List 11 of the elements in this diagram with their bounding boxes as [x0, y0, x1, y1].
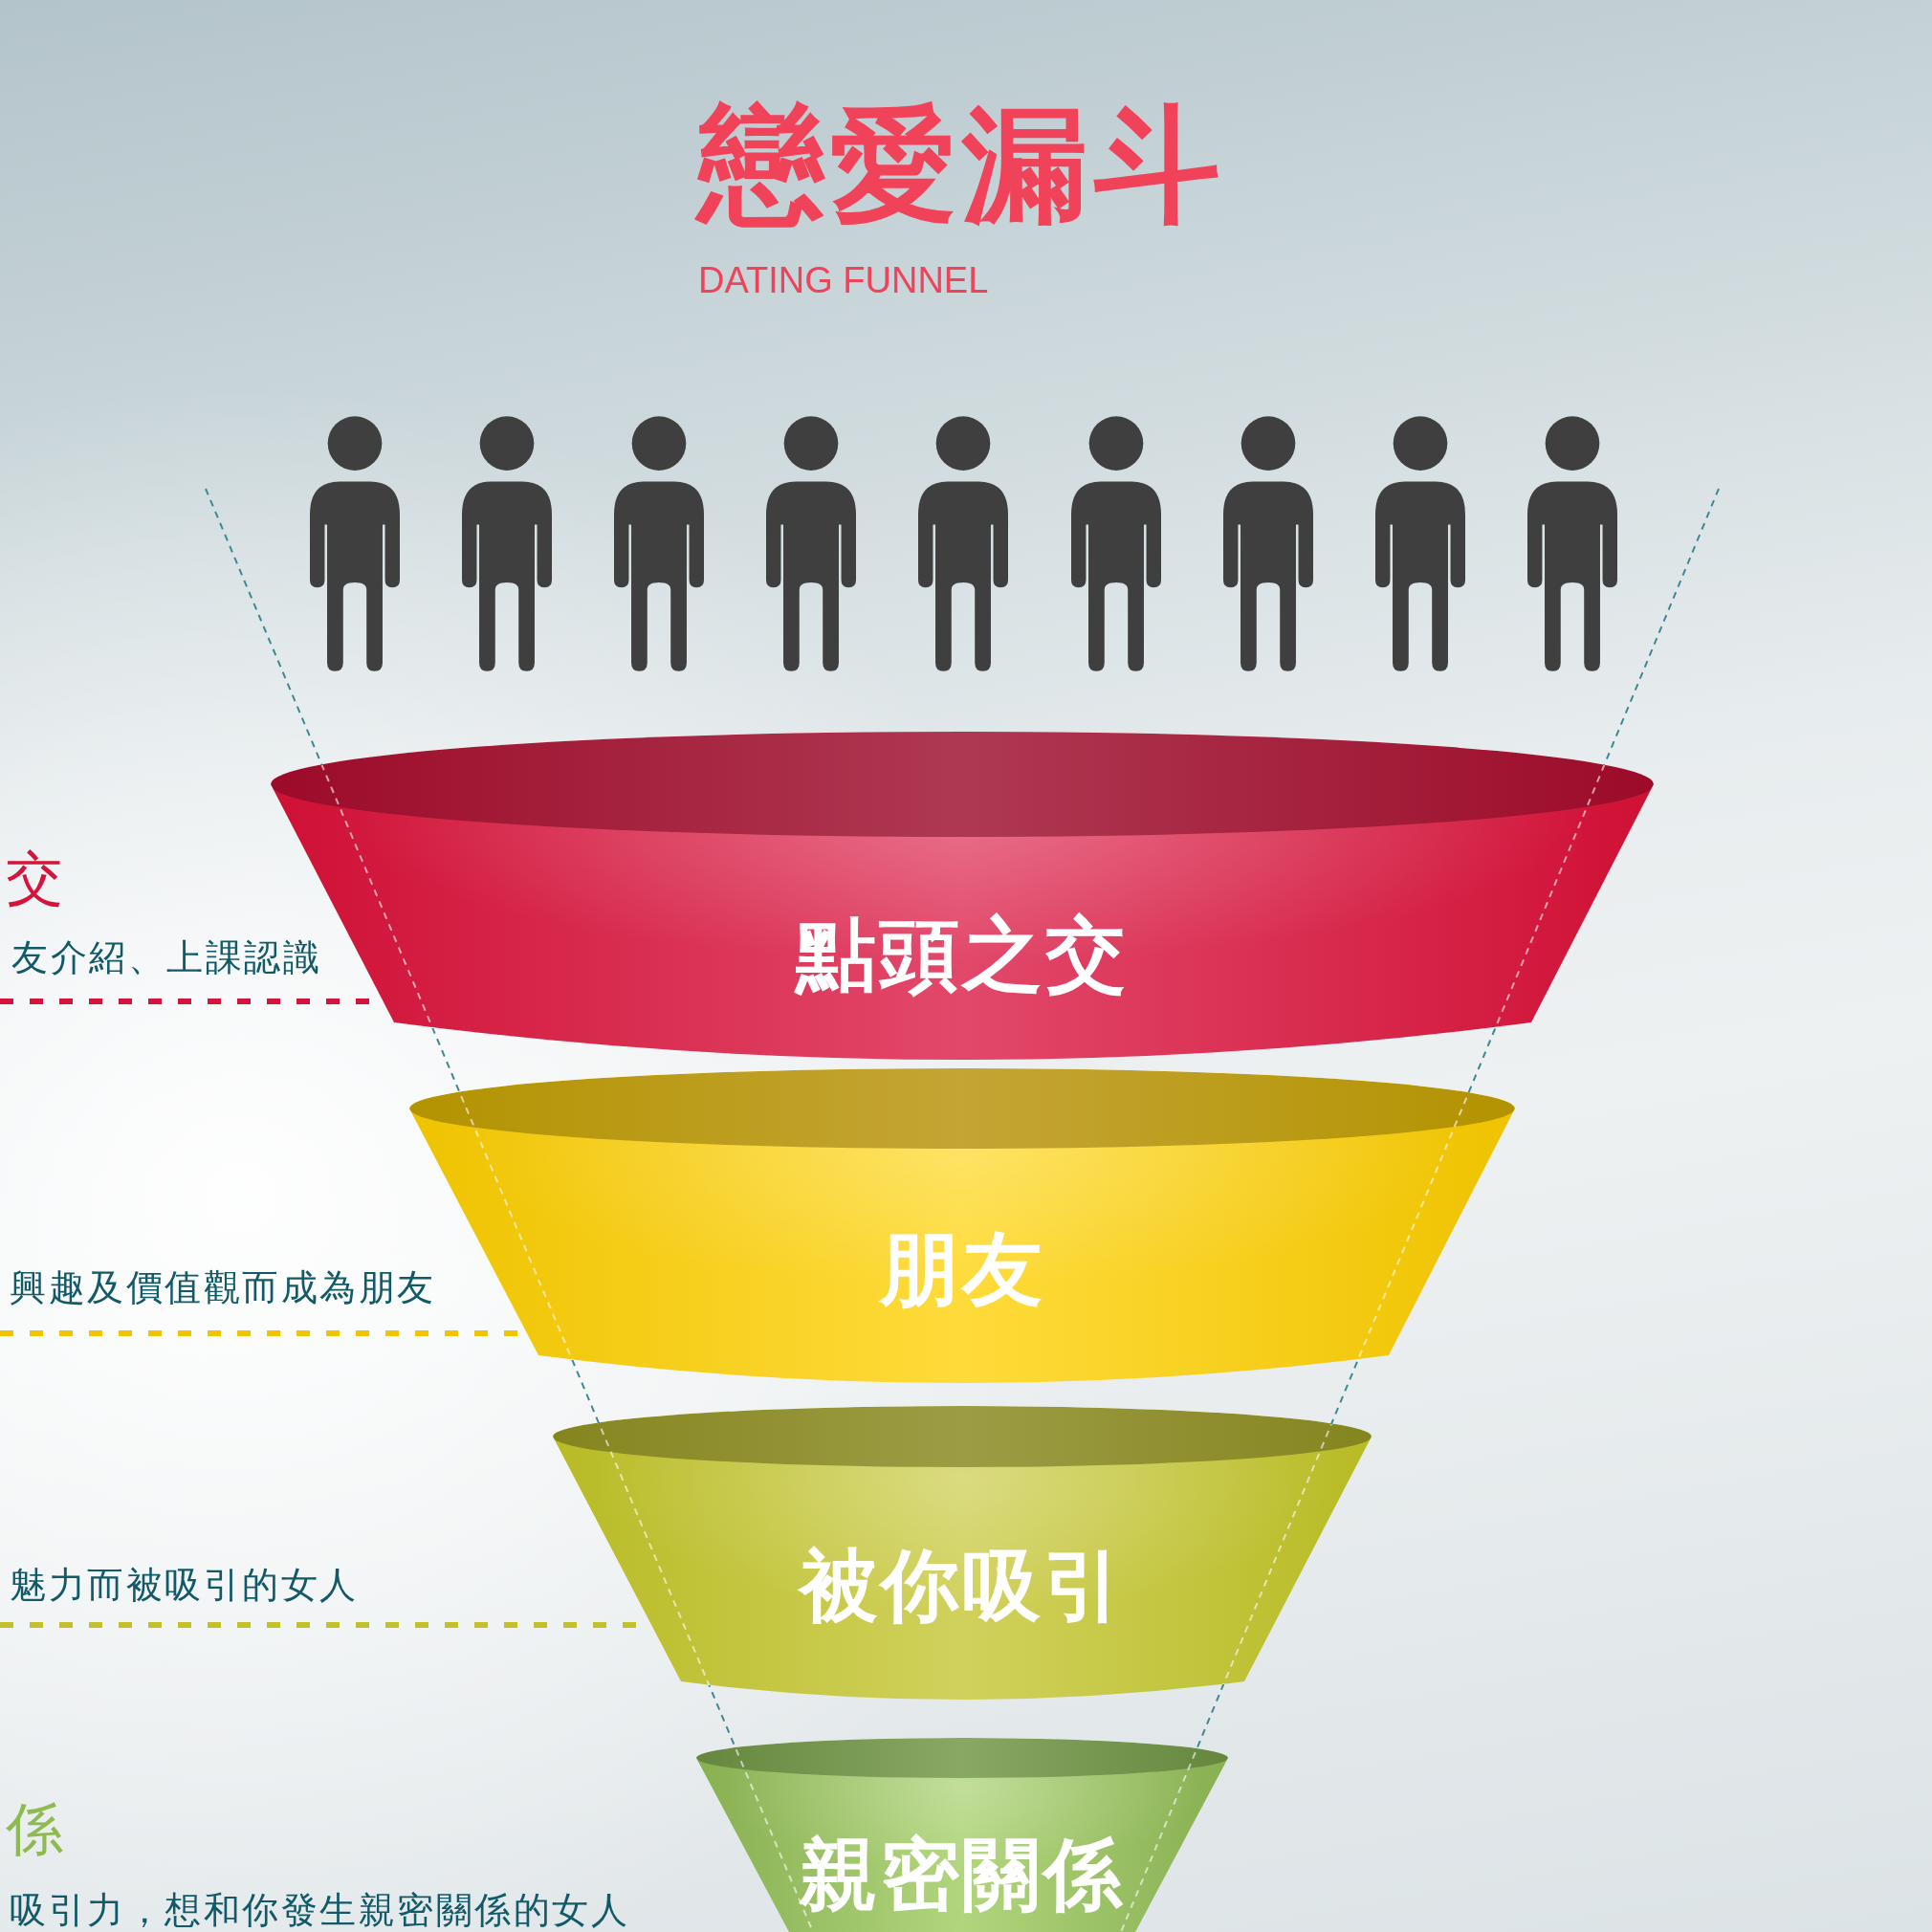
- stage-description: 興趣及價值觀而成為朋友: [10, 1269, 436, 1307]
- funnel-segment: [553, 1406, 1372, 1700]
- subtitle: DATING FUNNEL: [698, 262, 989, 298]
- stage-label: 朋友: [879, 1229, 1045, 1309]
- stage-description: 魅力而被吸引的女人: [10, 1567, 359, 1605]
- stage-description: 友介紹、上課認識: [11, 939, 321, 977]
- stage-label: 親密關係: [800, 1835, 1125, 1914]
- stage-description: 吸引力，想和你發生親密關係的女人: [10, 1892, 629, 1930]
- stage-heading: 係: [6, 1800, 63, 1857]
- stage-heading: 交: [6, 849, 63, 907]
- funnel-segment: [696, 1738, 1228, 1932]
